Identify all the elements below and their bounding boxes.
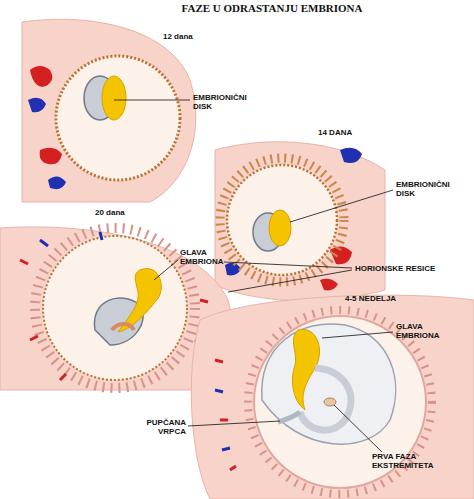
part-label: 14 DANA bbox=[318, 128, 352, 137]
blood-vessel bbox=[215, 390, 230, 450]
part-label: 4-5 NEDELJA bbox=[345, 294, 396, 303]
part-label: GLAVA EMBRIONA bbox=[180, 248, 240, 266]
part-label: 20 dana bbox=[95, 208, 125, 217]
blood-vessel bbox=[215, 360, 236, 470]
diagram-title: FAZE U ODRASTANJU EMBRIONA bbox=[182, 2, 363, 14]
chorion bbox=[43, 236, 187, 380]
leader-line bbox=[188, 421, 280, 426]
part-label: EMBRIONIČNI DISK bbox=[193, 93, 257, 111]
blastocyst bbox=[56, 56, 180, 180]
blood-vessel bbox=[40, 232, 203, 344]
part-label: PUPČANA VRPCA bbox=[120, 418, 186, 436]
uterine-wall bbox=[22, 19, 196, 202]
part-label: EMBRIONIČNI DISK bbox=[396, 180, 462, 198]
embryonic-disc bbox=[102, 76, 126, 120]
leader-line bbox=[334, 405, 382, 452]
leader-line bbox=[114, 100, 190, 101]
amnion bbox=[262, 324, 396, 444]
blood-vessel bbox=[225, 148, 362, 276]
part-label: HORIONSKE RESICE bbox=[355, 264, 435, 273]
leader-line bbox=[224, 262, 352, 268]
part-label: 12 dana bbox=[163, 32, 193, 41]
embryo-body bbox=[300, 368, 351, 430]
chorionic-villi bbox=[35, 228, 195, 388]
leader-line bbox=[322, 332, 393, 338]
blood-vessel bbox=[20, 260, 208, 380]
umbilical-cord bbox=[278, 412, 300, 422]
uterine-wall bbox=[215, 142, 385, 301]
uterine-wall bbox=[191, 295, 474, 499]
leader-line bbox=[154, 260, 178, 280]
part-label: GLAVA EMBRIONA bbox=[396, 322, 456, 340]
chorion bbox=[227, 165, 337, 275]
yolk-sac bbox=[112, 324, 134, 330]
leader-line bbox=[228, 270, 352, 292]
part-label: PRVA FAZA EKSTREMITETA bbox=[372, 452, 446, 470]
embryonic-disc bbox=[269, 210, 291, 246]
chorionic-villi bbox=[220, 158, 344, 282]
leader-line bbox=[290, 190, 393, 222]
